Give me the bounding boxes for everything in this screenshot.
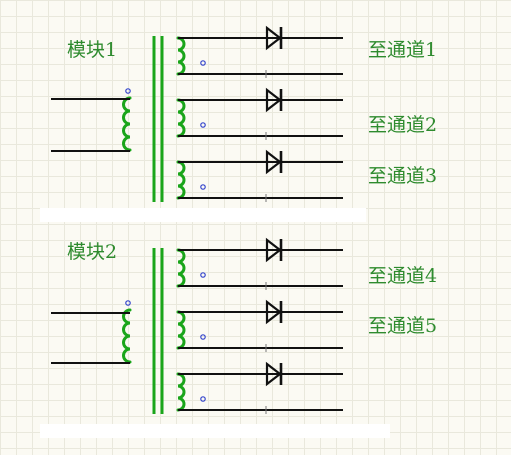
output-label-channel-2: 至通道2	[368, 114, 437, 136]
output-label-channel-5: 至通道5	[368, 315, 437, 337]
module-1-secondary-polarity-dot-1	[200, 60, 206, 66]
module-2-secondary-polarity-dot-1	[200, 272, 206, 278]
module-2-secondary-polarity-dot-2	[200, 334, 206, 340]
module-1-secondary-coil-2	[176, 98, 186, 138]
separator-band-2	[40, 424, 390, 438]
module-1-secondary-polarity-dot-3	[200, 184, 206, 190]
separator-band-1	[40, 208, 366, 222]
module-2-secondary-polarity-dot-3	[200, 396, 206, 402]
module-1-diode-2	[265, 87, 282, 113]
module-2-diode-1	[265, 237, 282, 263]
module-1-diode-1	[265, 25, 282, 51]
module-2-label: 模块2	[67, 241, 117, 263]
module-2-primary-polarity-dot	[125, 300, 131, 306]
module-1-secondary-coil-1	[176, 36, 186, 76]
module-2-diode-2	[265, 299, 282, 325]
module-1-secondary-polarity-dot-2	[200, 122, 206, 128]
output-label-channel-3: 至通道3	[368, 165, 437, 187]
module-2-secondary-coil-3	[176, 372, 186, 412]
output-label-channel-1: 至通道1	[368, 39, 437, 61]
module-2-diode-3	[265, 361, 282, 387]
module-1-diode-3	[265, 149, 282, 175]
module-2-primary-coil	[122, 308, 132, 364]
module-2-secondary-coil-1	[176, 248, 186, 288]
module-1-label: 模块1	[67, 39, 117, 61]
module-1-primary-polarity-dot	[125, 88, 131, 94]
module-1-primary-coil	[122, 96, 132, 152]
output-label-channel-4: 至通道4	[368, 265, 437, 287]
module-1-secondary-coil-3	[176, 160, 186, 200]
module-2-secondary-coil-2	[176, 310, 186, 350]
